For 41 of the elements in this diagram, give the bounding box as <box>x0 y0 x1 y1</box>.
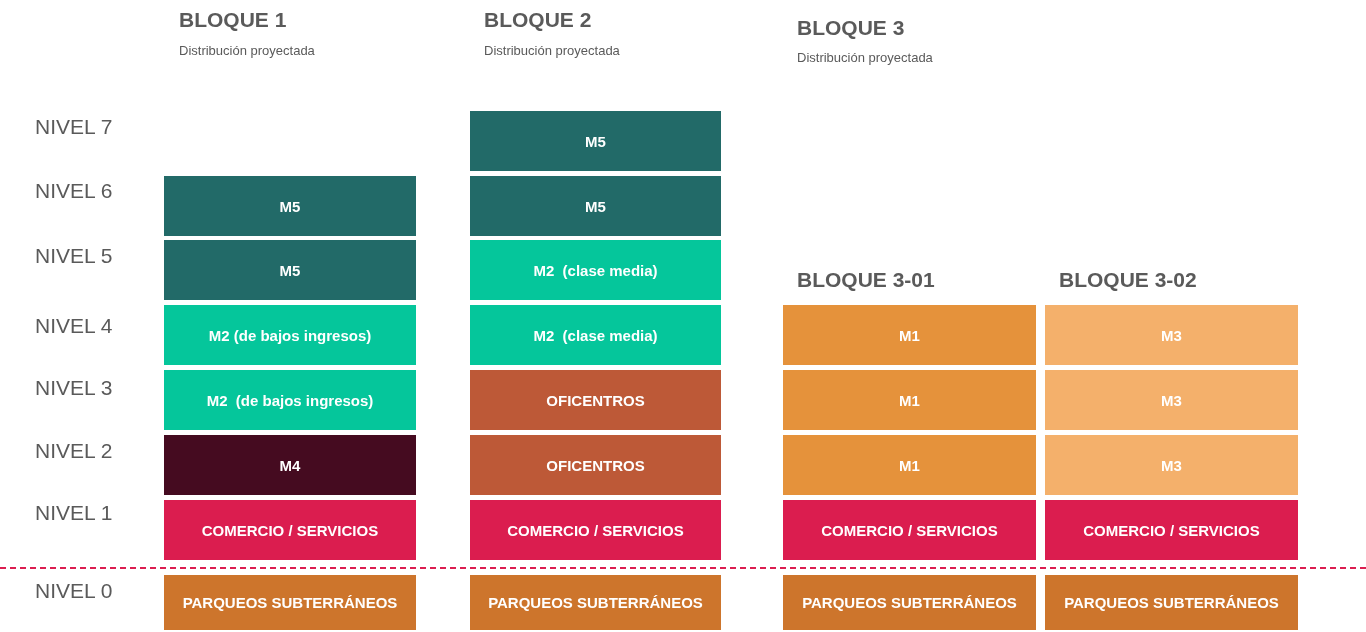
floor-block: COMERCIO / SERVICIOS <box>783 500 1036 560</box>
level-label: NIVEL 6 <box>35 179 113 203</box>
floor-block: COMERCIO / SERVICIOS <box>1045 500 1298 560</box>
block-heading: BLOQUE 1 <box>179 8 287 32</box>
floor-block: M3 <box>1045 435 1298 495</box>
block-subtitle: Distribución proyectada <box>484 43 620 58</box>
floor-block: OFICENTROS <box>470 435 721 495</box>
block-heading: BLOQUE 2 <box>484 8 592 32</box>
block-heading: BLOQUE 3-02 <box>1059 268 1197 292</box>
floor-block: M5 <box>470 111 721 171</box>
block-heading: BLOQUE 3 <box>797 16 905 40</box>
block-subtitle: Distribución proyectada <box>797 50 933 65</box>
floor-block: M5 <box>164 176 416 236</box>
floor-block: M1 <box>783 370 1036 430</box>
floor-block: M3 <box>1045 305 1298 365</box>
level-label: NIVEL 1 <box>35 501 113 525</box>
level-label: NIVEL 4 <box>35 314 113 338</box>
floor-block: M5 <box>470 176 721 236</box>
floor-block: PARQUEOS SUBTERRÁNEOS <box>164 575 416 630</box>
floor-block: M3 <box>1045 370 1298 430</box>
level-label: NIVEL 3 <box>35 376 113 400</box>
floor-block: COMERCIO / SERVICIOS <box>470 500 721 560</box>
block-heading: BLOQUE 3-01 <box>797 268 935 292</box>
floor-block: M5 <box>164 240 416 300</box>
floor-block: M1 <box>783 305 1036 365</box>
floor-block: M2 (clase media) <box>470 305 721 365</box>
floor-block: OFICENTROS <box>470 370 721 430</box>
floor-block: COMERCIO / SERVICIOS <box>164 500 416 560</box>
floor-block: PARQUEOS SUBTERRÁNEOS <box>470 575 721 630</box>
floor-block: M2 (clase media) <box>470 240 721 300</box>
level-label: NIVEL 5 <box>35 244 113 268</box>
block-subtitle: Distribución proyectada <box>179 43 315 58</box>
level-label: NIVEL 2 <box>35 439 113 463</box>
level-label: NIVEL 7 <box>35 115 113 139</box>
level-label: NIVEL 0 <box>35 579 113 603</box>
floor-block: PARQUEOS SUBTERRÁNEOS <box>1045 575 1298 630</box>
floor-block: M4 <box>164 435 416 495</box>
floor-block: M2 (de bajos ingresos) <box>164 370 416 430</box>
floor-block: M1 <box>783 435 1036 495</box>
floor-block: M2 (de bajos ingresos) <box>164 305 416 365</box>
floor-block: PARQUEOS SUBTERRÁNEOS <box>783 575 1036 630</box>
